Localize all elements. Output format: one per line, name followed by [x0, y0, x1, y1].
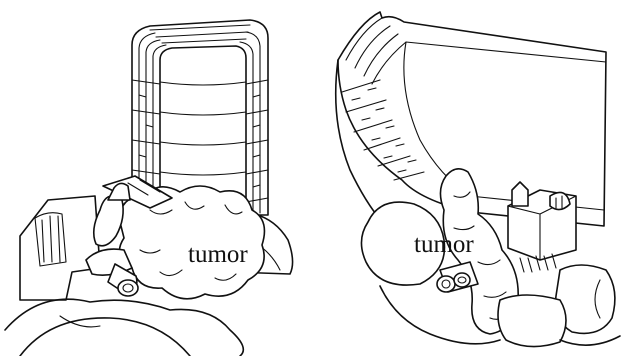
left-heart-outline: [5, 299, 243, 356]
right-tumor-label: tumor: [414, 231, 474, 258]
right-panel: tumor: [336, 12, 620, 347]
left-vertebral-block: [20, 196, 100, 300]
left-panel: tumor: [5, 20, 293, 356]
left-tumor-label: tumor: [188, 241, 248, 268]
right-carina-block: [508, 182, 576, 260]
